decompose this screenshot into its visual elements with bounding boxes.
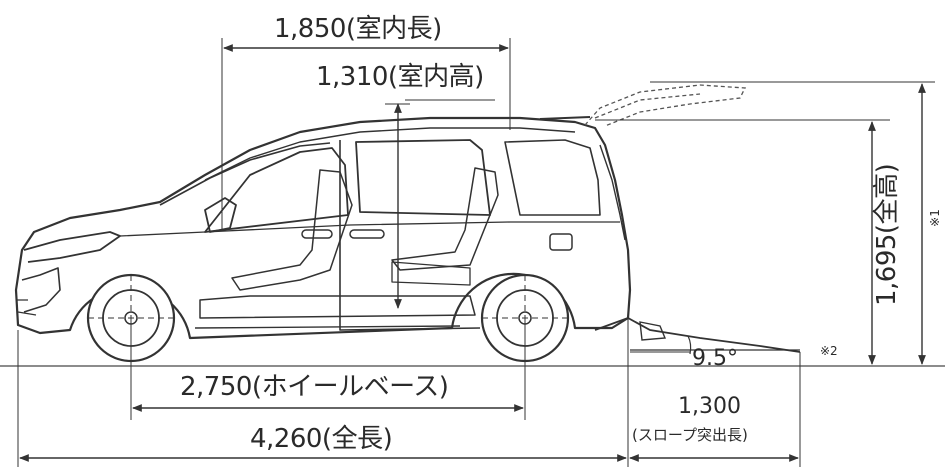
ramp-extension-value: 1,300	[678, 394, 741, 419]
interior-height-label: 1,310(室内高)	[316, 62, 484, 92]
note1-marker: ※1	[928, 209, 942, 227]
overall-length-label: 4,260(全長)	[250, 424, 393, 454]
interior-length-label: 1,850(室内長)	[274, 14, 442, 44]
ramp-angle-label: 9.5°	[692, 346, 738, 371]
note2-marker: ※2	[820, 344, 838, 358]
car-side-view	[14, 116, 632, 340]
ramp-angle-arc	[687, 335, 692, 355]
overall-height-label: 1,695(全高)	[872, 163, 902, 306]
wheelchair-ramp	[594, 317, 801, 353]
wheelbase-label: 2,750(ホイールベース)	[180, 372, 449, 402]
ramp-extension-label: (スロープ突出長)	[632, 426, 748, 444]
open-hatch-outline	[584, 84, 747, 127]
